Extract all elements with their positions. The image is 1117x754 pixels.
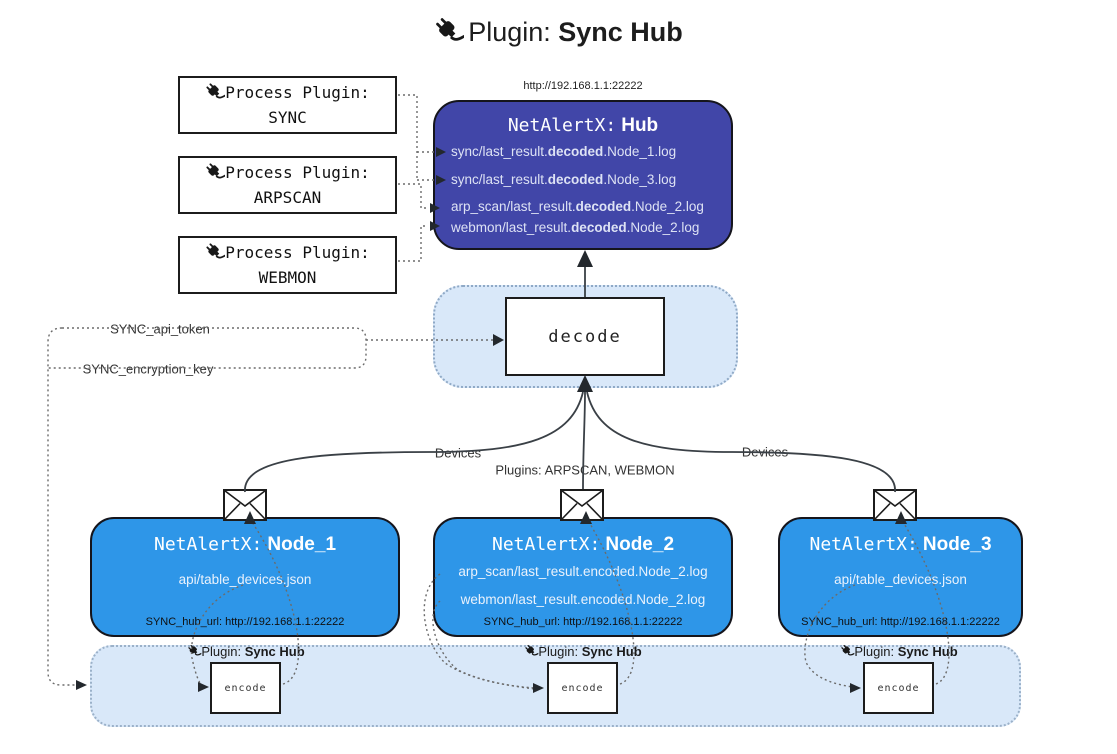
devices-label-right: Devices xyxy=(736,444,794,460)
arrowhead xyxy=(577,250,593,267)
encoder-plugin-label: Plugin: Sync Hub xyxy=(840,644,958,659)
plug-icon xyxy=(205,242,225,262)
hub-url-label: http://192.168.1.1:22222 xyxy=(523,80,643,92)
hub-box: NetAlertX: Hub sync/last_result.decoded.… xyxy=(433,100,733,250)
node-file: arp_scan/last_result.encoded.Node_2.log xyxy=(458,564,708,579)
process-plugin-box-sync: Process Plugin: SYNC xyxy=(178,76,397,134)
sync-api-token-label: SYNC_api_token xyxy=(105,321,215,337)
node-box-node3: NetAlertX: Node_3 api/table_devices.json… xyxy=(778,517,1023,637)
node-box-node1: NetAlertX: Node_1 api/table_devices.json… xyxy=(90,517,400,637)
arrowhead xyxy=(76,680,87,690)
connector-arpscan-to-hub xyxy=(398,183,428,209)
hub-log-line: arp_scan/last_result.decoded.Node_2.log xyxy=(451,199,704,214)
connector-encryption-key-to-band xyxy=(47,327,77,686)
process-plugin-label: Process Plugin: xyxy=(205,160,370,185)
envelope-icon xyxy=(560,489,604,521)
envelope-icon xyxy=(873,489,917,521)
node-title: NetAlertX: Node_3 xyxy=(809,534,992,555)
process-plugin-label: Process Plugin: xyxy=(205,240,370,265)
node-box-node2: NetAlertX: Node_2 arp_scan/last_result.e… xyxy=(433,517,733,637)
node-title: NetAlertX: Node_1 xyxy=(153,534,337,555)
hub-title: NetAlertX: Hub xyxy=(507,115,659,136)
encoder-plugin-label: Plugin: Sync Hub xyxy=(187,644,305,659)
process-plugin-name: ARPSCAN xyxy=(253,188,322,207)
plug-icon xyxy=(524,644,538,658)
node-file: api/table_devices.json xyxy=(178,572,312,587)
node-hub-url: SYNC_hub_url: http://192.168.1.1:22222 xyxy=(483,616,683,628)
node-file: webmon/last_result.encoded.Node_2.log xyxy=(460,592,706,607)
process-plugin-name: SYNC xyxy=(268,108,307,127)
envelope-icon xyxy=(223,489,267,521)
plug-icon xyxy=(205,82,225,102)
process-plugin-box-webmon: Process Plugin: WEBMON xyxy=(178,236,397,294)
node-file: api/table_devices.json xyxy=(834,572,967,587)
node-title: NetAlertX: Node_2 xyxy=(491,534,675,555)
plug-icon xyxy=(840,644,854,658)
process-plugin-name: WEBMON xyxy=(258,268,317,287)
plug-icon xyxy=(434,16,464,46)
hub-log-line: webmon/last_result.decoded.Node_2.log xyxy=(451,220,700,235)
encode-box: encode xyxy=(863,662,934,714)
process-plugin-label: Process Plugin: xyxy=(205,80,370,105)
node-hub-url: SYNC_hub_url: http://192.168.1.1:22222 xyxy=(801,616,1000,628)
hub-log-line: sync/last_result.decoded.Node_3.log xyxy=(451,172,677,187)
title-bold: Sync Hub xyxy=(558,17,683,47)
plug-icon xyxy=(187,644,201,658)
encoder-plugin-label: Plugin: Sync Hub xyxy=(524,644,642,659)
title-regular: Plugin: xyxy=(468,17,551,47)
decode-box: decode xyxy=(505,297,665,376)
page-title: Plugin: Sync Hub xyxy=(0,16,1117,48)
connector-webmon-to-hub xyxy=(398,225,428,262)
plugins-label: Plugins: ARPSCAN, WEBMON xyxy=(490,462,680,478)
encode-box: encode xyxy=(547,662,618,714)
process-plugin-box-arpscan: Process Plugin: ARPSCAN xyxy=(178,156,397,214)
sync-encryption-key-label: SYNC_encryption_key xyxy=(77,361,219,377)
node-hub-url: SYNC_hub_url: http://192.168.1.1:22222 xyxy=(145,616,345,628)
plug-icon xyxy=(205,162,225,182)
connector-sync-to-hub xyxy=(398,94,436,181)
hub-log-line: sync/last_result.decoded.Node_1.log xyxy=(451,144,677,159)
encode-box: encode xyxy=(210,662,281,714)
devices-label-left: Devices xyxy=(429,445,487,461)
